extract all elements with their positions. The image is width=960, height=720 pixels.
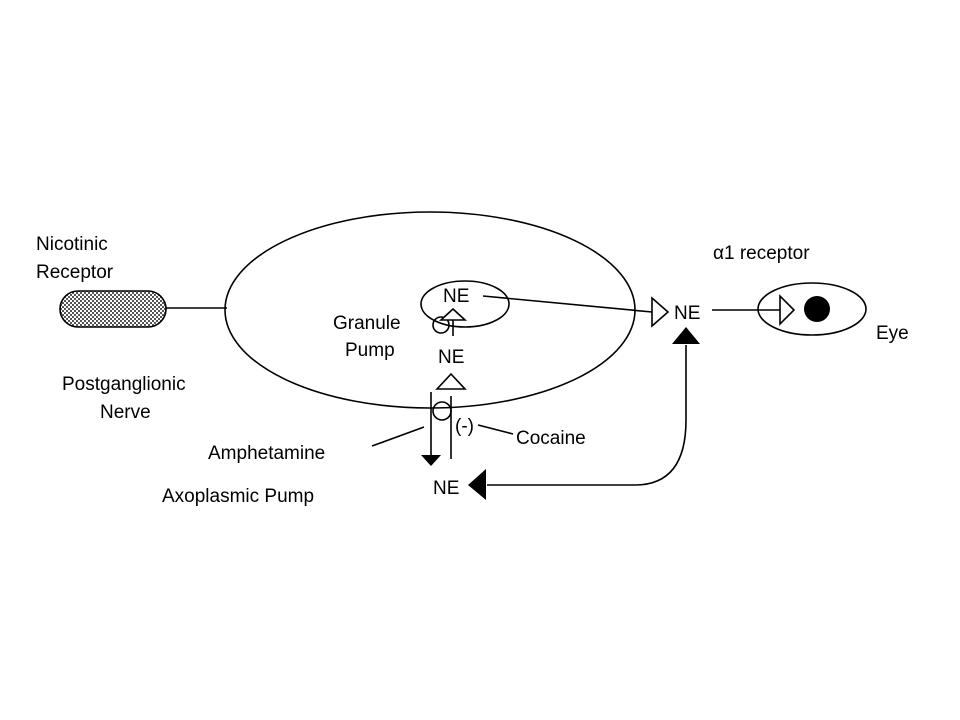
ne-released-label: NE xyxy=(433,478,459,499)
amphetamine-pointer-line xyxy=(371,426,425,447)
ne-cytoplasm-label: NE xyxy=(438,347,464,368)
cocaine-pointer-line xyxy=(477,424,514,435)
granule-pump-circle xyxy=(432,316,450,334)
reuptake-path xyxy=(487,345,687,486)
alpha1-receptor-label: α1 receptor xyxy=(713,243,810,264)
inhibition-label: (-) xyxy=(455,416,474,437)
release-open-arrowhead xyxy=(651,296,670,328)
synapse-arrowhead xyxy=(672,327,700,344)
eye-ellipse xyxy=(757,282,867,336)
axoplasmic-pump-circle xyxy=(432,401,452,421)
granule-vesicle xyxy=(420,280,510,328)
granule-pump-label-line2: Pump xyxy=(345,340,395,361)
alpha1-receptor-arrowhead xyxy=(779,294,796,326)
eye-label: Eye xyxy=(876,323,909,344)
ne-synapse-label: NE xyxy=(674,303,700,324)
ne-granule-label: NE xyxy=(443,286,469,307)
cocaine-label: Cocaine xyxy=(516,428,586,449)
nicotinic-label-line2: Receptor xyxy=(36,262,114,283)
postganglionic-label-line1: Postganglionic xyxy=(62,374,186,395)
amphetamine-label: Amphetamine xyxy=(208,443,325,464)
nerve-terminal-ellipse xyxy=(224,211,636,409)
axoplasmic-pump-label: Axoplasmic Pump xyxy=(162,486,314,507)
granule-pump-triangle xyxy=(438,307,468,321)
nicotinic-label-line1: Nicotinic xyxy=(36,234,108,255)
reuptake-arrowhead xyxy=(468,469,486,500)
release-line xyxy=(482,295,653,313)
eye-pupil xyxy=(804,296,830,322)
nicotinic-receptor-shape xyxy=(59,290,167,328)
granule-pump-label-line1: Granule xyxy=(333,313,401,334)
axoplasmic-pump-triangle xyxy=(435,372,467,390)
efflux-arrowhead xyxy=(421,455,441,466)
postganglionic-label-line2: Nerve xyxy=(100,402,151,423)
